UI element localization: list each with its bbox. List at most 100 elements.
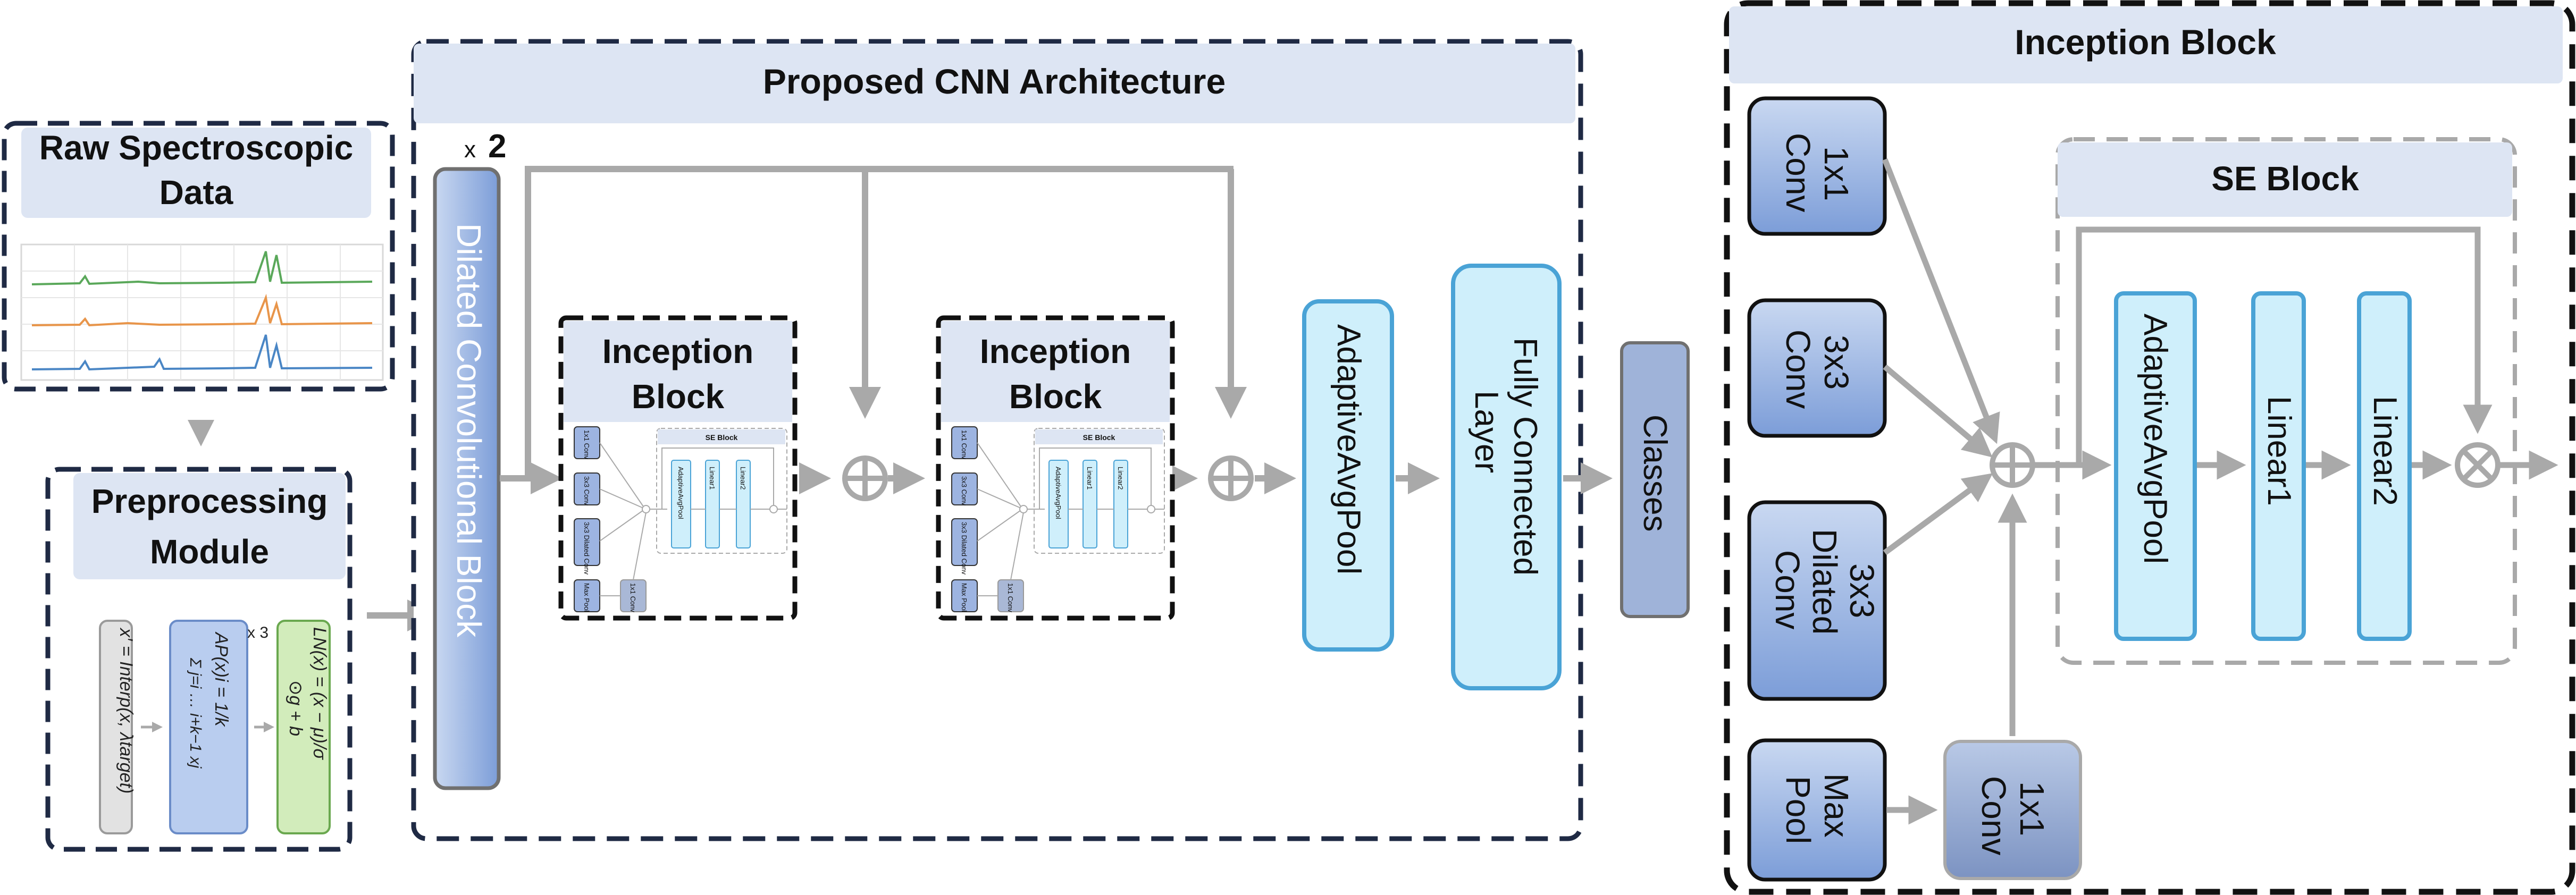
se-linear1-label: Linear1 — [2261, 396, 2297, 506]
fully-connected-block: Fully Connected Layer — [1451, 264, 1562, 690]
inception-1-mini-multiply — [769, 505, 778, 513]
detail-conv3x3-box: 3x3 Conv — [1747, 298, 1887, 438]
repeat-count: 2 — [488, 128, 506, 165]
se-skip-connection — [2076, 226, 2493, 465]
formula-layernorm: LN(x) = (x − μ)/σ ⊙g + b — [276, 620, 331, 834]
inception-2-mini-se-header — [1035, 429, 1163, 444]
inception-2-mini-conv1-label: 1x1 Conv — [960, 430, 968, 459]
detail-dilated-line1: 3x3 — [1843, 563, 1881, 618]
fully-connected-line2: Layer — [1468, 391, 1505, 473]
adaptive-avgpool-block: AdaptiveAvgPool — [1302, 299, 1394, 652]
inception-2-mini-add — [1019, 505, 1028, 513]
detail-dilated-line2: Dilated — [1806, 529, 1844, 635]
inception-2-mini-multiply — [1147, 505, 1155, 513]
inception-1-mini-arrows — [599, 442, 647, 596]
inception-1-mini-se-l2-box — [736, 460, 751, 548]
inception-1-title-line1: Inception — [602, 332, 753, 370]
inception-1-mini-se-pool-box — [671, 460, 691, 548]
preprocessing-repeat-label: x 3 — [247, 624, 268, 641]
dilated-conv-label: Dilated Convolutional Block — [450, 223, 488, 638]
repeat-prefix: x — [464, 137, 476, 163]
detail-conv1x1-box: 1x1 Conv — [1747, 96, 1887, 236]
inception-1-mini-add — [642, 505, 650, 513]
inception-2-mini-se-title: SE Block — [1083, 433, 1115, 442]
se-linear2-label: Linear2 — [2367, 396, 2403, 506]
detail-maxpool-line2: Pool — [1779, 776, 1817, 844]
se-block-title: SE Block — [2211, 159, 2359, 198]
inception-2-header — [941, 321, 1170, 422]
inception-2-mini-se-l1-label: Linear1 — [1086, 467, 1094, 489]
dilated-conv-block: Dilated Convolutional Block — [433, 167, 501, 790]
inception-2-mini-se-pool-box — [1048, 460, 1069, 548]
spectrum-green — [31, 251, 373, 285]
detail-dilated-line3: Conv — [1768, 550, 1807, 629]
spectrum-blue — [31, 334, 373, 371]
cnn-title: Proposed CNN Architecture — [763, 62, 1226, 101]
fully-connected-line1: Fully Connected — [1507, 337, 1543, 576]
raw-data-title-line1: Raw Spectroscopic — [39, 129, 353, 167]
inception-2-mini-conv-after-pool-label: 1x1 Conv — [1006, 583, 1014, 612]
inception-1-mini-se-header — [658, 429, 785, 444]
formula-avgpool: AP(x)i = 1/k Σ j=i … i+k−1 xj — [169, 620, 248, 834]
inception-1-mini-se-l1-box — [705, 460, 720, 548]
formula-interp: x′ = Interp(x, λtarget) — [99, 620, 136, 834]
add-node-2 — [1208, 455, 1254, 501]
raw-data-panel: Raw Spectroscopic Data — [2, 121, 395, 392]
inception-2-mini-se-skip — [1028, 448, 1152, 510]
inception-2-mini-dilated-box — [951, 518, 978, 566]
inception-2-mini-se-pool-label: AdaptiveAvgPool — [1054, 467, 1062, 519]
spectrum-thumbnail — [20, 243, 384, 381]
detail-conv-after-pool-line1: 1x1 — [2013, 781, 2051, 836]
detail-conv1x1-line2: Conv — [1779, 133, 1817, 212]
inception-1-title-line2: Block — [632, 377, 725, 416]
inception-1-mini-se-l2-label: Linear2 — [739, 467, 747, 489]
inception-1-mini-conv3-label: 3x3 Conv — [583, 476, 591, 505]
adaptive-avgpool-label: AdaptiveAvgPool — [1330, 324, 1367, 575]
spectrum-orange — [31, 293, 373, 327]
detail-dilated-conv-box: 3x3 Dilated Conv — [1747, 500, 1887, 701]
detail-conv1x1-line1: 1x1 — [1817, 146, 1856, 201]
preprocessing-panel: Preprocessing Module x′ = Interp(x, λtar… — [45, 467, 353, 852]
se-avgpool-box: AdaptiveAvgPool — [2114, 291, 2197, 641]
se-block-panel: SE Block AdaptiveAvgPool Linear1 Linear2 — [2034, 137, 2517, 665]
detail-maxpool-box: Max Pool — [1747, 738, 1887, 882]
inception-2-mini-arrows — [977, 442, 1024, 596]
detail-branch-arrows — [1882, 158, 2027, 825]
cnn-architecture-panel: Proposed CNN Architecture Dilated Convol… — [411, 39, 1613, 841]
inception-2-title-line1: Inception — [980, 332, 1131, 370]
skip-connections — [525, 166, 1247, 476]
classes-block: Classes — [1620, 341, 1690, 618]
inception-1-mini-maxpool-label: Max Pool — [583, 583, 591, 612]
formula-layernorm-line2: ⊙g + b — [286, 680, 306, 736]
inception-1-mini-se-pool-label: AdaptiveAvgPool — [677, 467, 685, 519]
raw-data-title-line2: Data — [160, 173, 233, 212]
inception-1-mini-dilated-label: 3x3 Dilated Conv — [583, 522, 591, 575]
detail-add-node — [1990, 442, 2035, 488]
se-avgpool-label: AdaptiveAvgPool — [2137, 314, 2174, 564]
se-linear2-box: Linear2 — [2357, 291, 2412, 641]
se-linear1-box: Linear1 — [2251, 291, 2306, 641]
detail-conv-after-pool-box: 1x1 Conv — [1943, 740, 2082, 880]
inception-1-mini-se-l1-label: Linear1 — [708, 467, 716, 489]
inception-1-mini-conv-after-pool-label: 1x1 Conv — [629, 583, 637, 612]
inception-2-mini-dilated-label: 3x3 Dilated Conv — [960, 522, 968, 575]
se-multiply-node — [2455, 442, 2501, 488]
inception-2-mini-maxpool-label: Max Pool — [960, 583, 968, 612]
preprocessing-title-line1: Preprocessing — [91, 482, 328, 520]
formula-avgpool-line1: AP(x)i = 1/k — [211, 631, 231, 728]
formula-avgpool-line2: Σ j=i … i+k−1 xj — [187, 657, 204, 769]
inception-detail-title: Inception Block — [2015, 22, 2276, 62]
inception-2-mini-conv3-label: 3x3 Conv — [960, 476, 968, 505]
inception-detail-panel: Inception Block 1x1 Conv 3x3 Conv 3x3 Di… — [1724, 0, 2575, 895]
detail-conv3x3-line2: Conv — [1779, 330, 1817, 409]
inception-1-mini-conv1-label: 1x1 Conv — [583, 430, 591, 459]
detail-maxpool-line1: Max — [1817, 773, 1856, 838]
formula-layernorm-line1: LN(x) = (x − μ)/σ — [309, 627, 330, 760]
formula-interp-text: x′ = Interp(x, λtarget) — [116, 627, 136, 793]
preprocessing-title-line2: Module — [150, 533, 269, 571]
inception-2-mini-se-l2-box — [1113, 460, 1128, 548]
inception-1-mini-dilated-box — [574, 518, 600, 566]
